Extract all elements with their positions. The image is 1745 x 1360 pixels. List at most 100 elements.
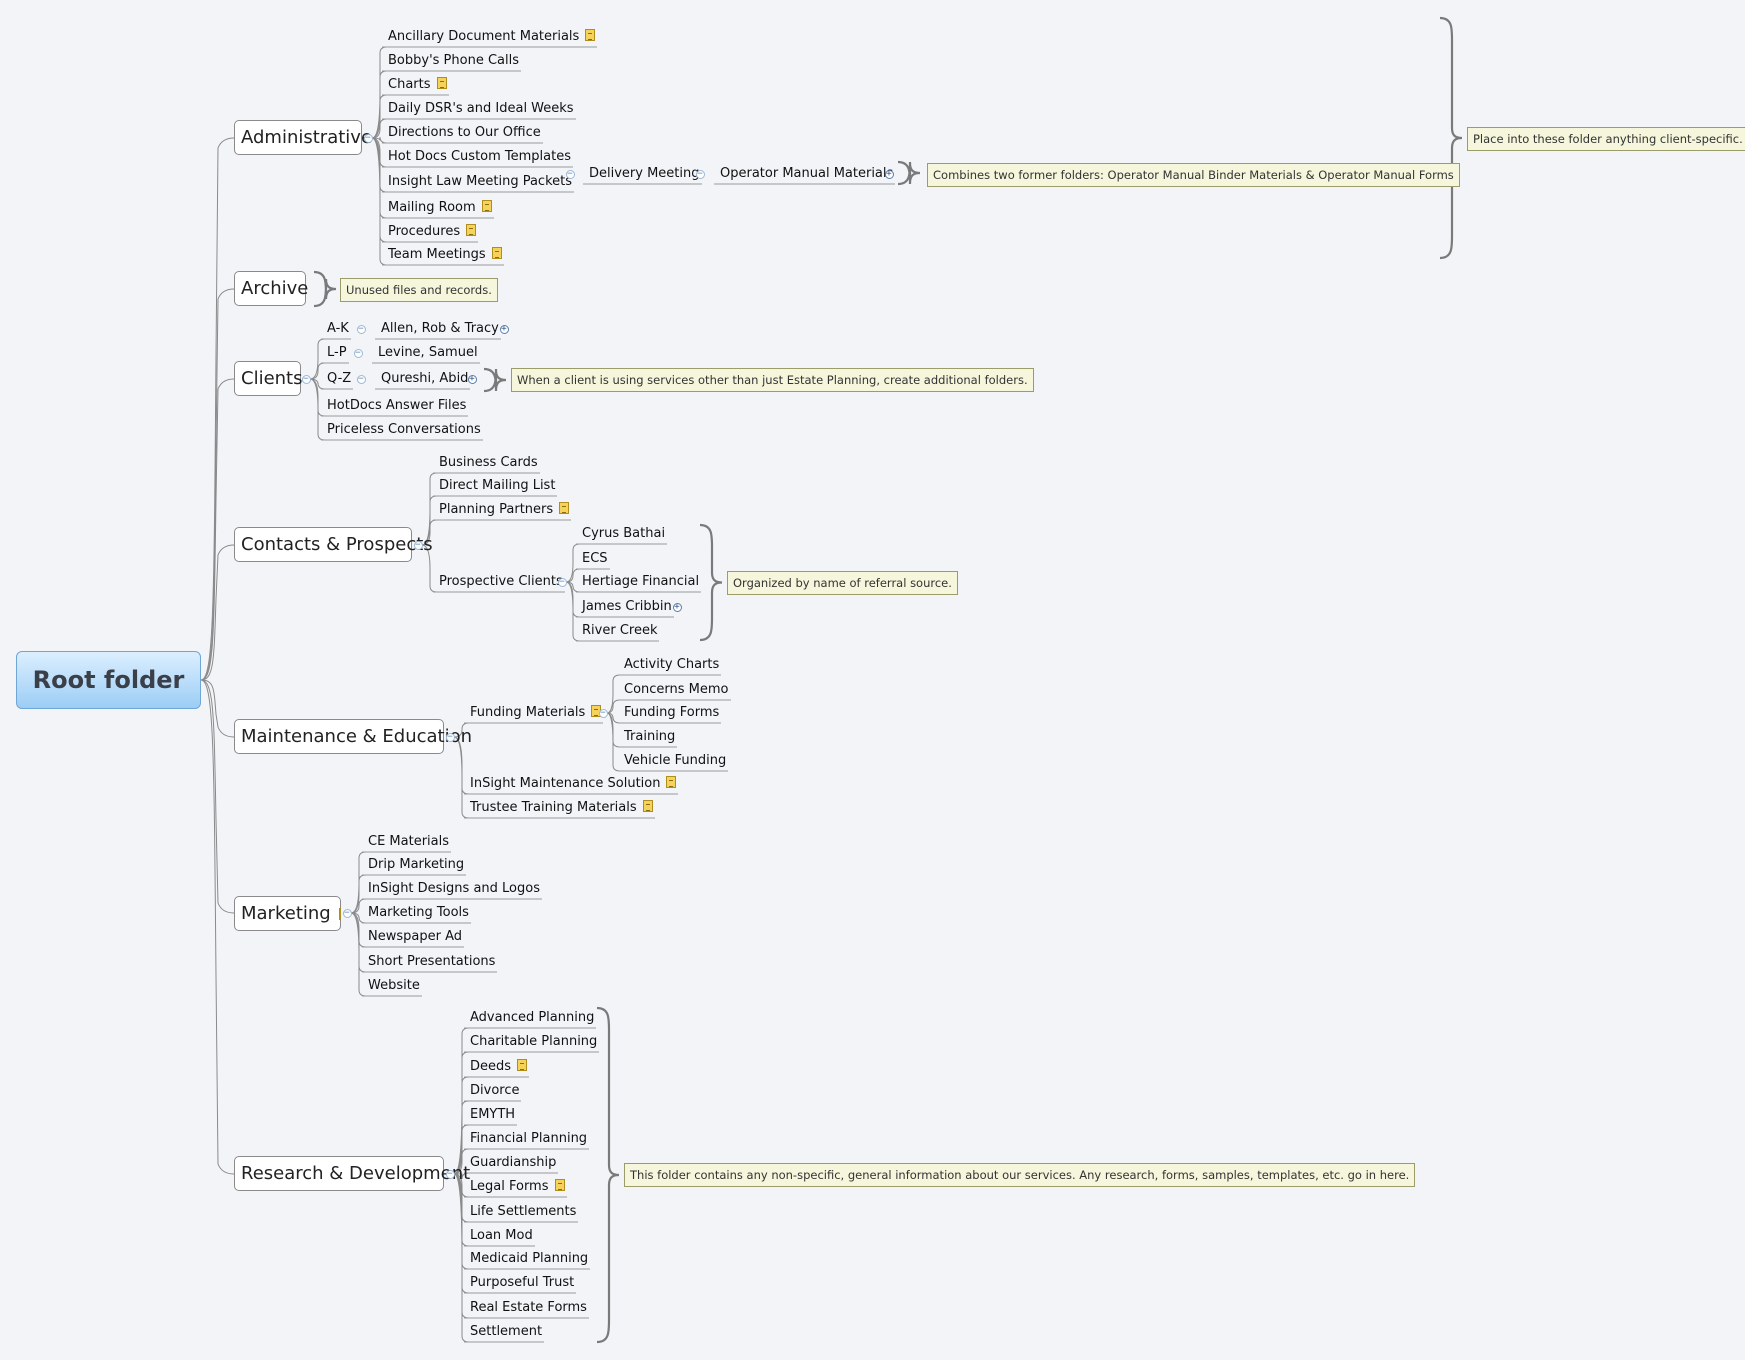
- node-activity-charts[interactable]: Activity Charts: [624, 657, 719, 673]
- contacts-collapse-toggle-icon[interactable]: −: [413, 539, 423, 550]
- collapse-toggle-icon[interactable]: −: [356, 373, 366, 384]
- note-icon[interactable]: [491, 247, 502, 259]
- node-settlement[interactable]: Settlement: [470, 1324, 542, 1340]
- branch-archive[interactable]: Archive: [234, 271, 308, 306]
- node-guardianship[interactable]: Guardianship: [470, 1155, 556, 1171]
- node-training[interactable]: Training: [624, 729, 675, 745]
- note-icon[interactable]: [517, 1059, 528, 1071]
- node-short-presentations[interactable]: Short Presentations: [368, 954, 495, 970]
- node-team-meetings[interactable]: Team Meetings: [388, 247, 502, 263]
- node-legal-forms[interactable]: Legal Forms: [470, 1179, 565, 1195]
- administrative-collapse-toggle-icon[interactable]: −: [363, 132, 373, 143]
- node-river-creek-label: River Creek: [582, 623, 658, 638]
- delivery-meeting-collapse-toggle-icon[interactable]: −: [695, 168, 705, 179]
- node-operator-manual-materials[interactable]: Operator Manual Materials: [720, 166, 893, 182]
- node-newspaper-ad[interactable]: Newspaper Ad: [368, 929, 462, 945]
- branch-research-development[interactable]: Research & Development: [234, 1156, 470, 1191]
- node-ecs-label: ECS: [582, 551, 608, 566]
- expand-toggle-icon[interactable]: +: [467, 373, 477, 384]
- node-marketing-tools[interactable]: Marketing Tools: [368, 905, 469, 921]
- node-purposeful-trust[interactable]: Purposeful Trust: [470, 1275, 574, 1291]
- branch-maintenance-education[interactable]: Maintenance & Education: [234, 719, 472, 754]
- node-insight-law-meeting-packets[interactable]: Insight Law Meeting Packets: [388, 174, 572, 190]
- note-icon[interactable]: [585, 29, 596, 41]
- node-medicaid-planning[interactable]: Medicaid Planning: [470, 1251, 588, 1267]
- node-direct-mailing-list[interactable]: Direct Mailing List: [439, 478, 555, 494]
- node-river-creek[interactable]: River Creek: [582, 623, 657, 639]
- james-cribbin-expand-toggle-icon[interactable]: +: [672, 601, 682, 612]
- node-l-p[interactable]: L-P: [327, 345, 347, 361]
- node-directions-to-our-office[interactable]: Directions to Our Office: [388, 125, 541, 141]
- node-real-estate-forms[interactable]: Real Estate Forms: [470, 1300, 587, 1316]
- node-qureshi-abid[interactable]: Qureshi, Abid: [381, 371, 468, 387]
- node-advanced-planning[interactable]: Advanced Planning: [470, 1010, 594, 1026]
- node-divorce[interactable]: Divorce: [470, 1083, 519, 1099]
- insight-law-collapse-toggle-icon[interactable]: −: [565, 168, 575, 179]
- prospective-clients-collapse-toggle-icon[interactable]: −: [557, 576, 567, 587]
- node-life-settlements[interactable]: Life Settlements: [470, 1204, 576, 1220]
- node-ecs[interactable]: ECS: [582, 551, 608, 567]
- node-delivery-meeting[interactable]: Delivery Meeting: [589, 166, 700, 182]
- node-hertiage-financial[interactable]: Hertiage Financial: [582, 574, 699, 590]
- node-business-cards[interactable]: Business Cards: [439, 455, 538, 471]
- node-daily-dsr-s-and-ideal-weeks[interactable]: Daily DSR's and Ideal Weeks: [388, 101, 574, 117]
- node-ce-materials[interactable]: CE Materials: [368, 834, 449, 850]
- collapse-toggle-icon[interactable]: −: [356, 323, 366, 334]
- node-trustee-training-materials[interactable]: Trustee Training Materials: [470, 800, 653, 816]
- node-procedures[interactable]: Procedures: [388, 224, 477, 240]
- node-q-z[interactable]: Q-Z: [327, 371, 351, 387]
- operator-manual-expand-toggle-icon[interactable]: +: [884, 168, 894, 179]
- note-icon[interactable]: [554, 1179, 565, 1191]
- node-loan-mod[interactable]: Loan Mod: [470, 1228, 533, 1244]
- marketing-collapse-toggle-icon[interactable]: −: [342, 907, 352, 918]
- node-a-k[interactable]: A-K: [327, 321, 349, 337]
- node-allen-rob-tracy[interactable]: Allen, Rob & Tracy: [381, 321, 499, 337]
- administrative-link-9: [371, 137, 388, 266]
- note-icon[interactable]: [666, 776, 677, 788]
- node-insight-maintenance-solution[interactable]: InSight Maintenance Solution: [470, 776, 677, 792]
- collapse-toggle-icon[interactable]: −: [353, 347, 363, 358]
- node-funding-materials[interactable]: Funding Materials: [470, 705, 602, 721]
- node-funding-forms[interactable]: Funding Forms: [624, 705, 719, 721]
- research-collapse-toggle-icon[interactable]: −: [445, 1168, 455, 1179]
- branch-contacts-prospects[interactable]: Contacts & Prospects: [234, 527, 433, 562]
- node-charts[interactable]: Charts: [388, 77, 447, 93]
- branch-marketing[interactable]: Marketing: [234, 896, 341, 931]
- note-icon[interactable]: [436, 77, 447, 89]
- node-charitable-planning[interactable]: Charitable Planning: [470, 1034, 597, 1050]
- funding-materials-collapse-toggle-icon[interactable]: −: [598, 707, 608, 718]
- node-emyth[interactable]: EMYTH: [470, 1107, 515, 1123]
- expand-toggle-icon[interactable]: +: [499, 323, 509, 334]
- node-planning-partners[interactable]: Planning Partners: [439, 502, 570, 518]
- node-insight-designs-and-logos[interactable]: InSight Designs and Logos: [368, 881, 540, 897]
- node-james-cribbin[interactable]: James Cribbin: [582, 599, 672, 615]
- node-hot-docs-custom-templates[interactable]: Hot Docs Custom Templates: [388, 149, 571, 165]
- callout-administrative: Place into these folder anything client-…: [1467, 127, 1745, 151]
- node-ancillary-document-materials[interactable]: Ancillary Document Materials: [388, 29, 596, 45]
- node-priceless-conversations[interactable]: Priceless Conversations: [327, 422, 481, 438]
- branch-research-development-label: Research & Development: [241, 1163, 471, 1184]
- root-folder-node[interactable]: Root folder: [16, 651, 201, 709]
- maintenance-collapse-toggle-icon[interactable]: −: [445, 731, 455, 742]
- node-levine-samuel[interactable]: Levine, Samuel: [378, 345, 478, 361]
- note-icon[interactable]: [642, 800, 653, 812]
- node-prospective-clients[interactable]: Prospective Clients: [439, 574, 563, 590]
- node-hotdocs-answer-files[interactable]: HotDocs Answer Files: [327, 398, 466, 414]
- node-website[interactable]: Website: [368, 978, 420, 994]
- node-bobby-s-phone-calls[interactable]: Bobby's Phone Calls: [388, 53, 519, 69]
- node-vehicle-funding[interactable]: Vehicle Funding: [624, 753, 726, 769]
- note-icon[interactable]: [481, 200, 492, 212]
- node-mailing-room[interactable]: Mailing Room: [388, 200, 492, 216]
- node-concerns-memo[interactable]: Concerns Memo: [624, 682, 729, 698]
- branch-administrative[interactable]: Administrative: [234, 120, 372, 155]
- node-deeds[interactable]: Deeds: [470, 1059, 528, 1075]
- node-financial-planning[interactable]: Financial Planning: [470, 1131, 587, 1147]
- node-drip-marketing[interactable]: Drip Marketing: [368, 857, 464, 873]
- node-cyrus-bathai[interactable]: Cyrus Bathai: [582, 526, 665, 542]
- note-icon[interactable]: [559, 502, 570, 514]
- branch-clients[interactable]: Clients: [234, 361, 303, 396]
- note-icon[interactable]: [338, 907, 341, 920]
- note-icon[interactable]: [466, 224, 477, 236]
- node-a-k-label: A-K: [327, 321, 349, 336]
- clients-collapse-toggle-icon[interactable]: −: [301, 373, 311, 384]
